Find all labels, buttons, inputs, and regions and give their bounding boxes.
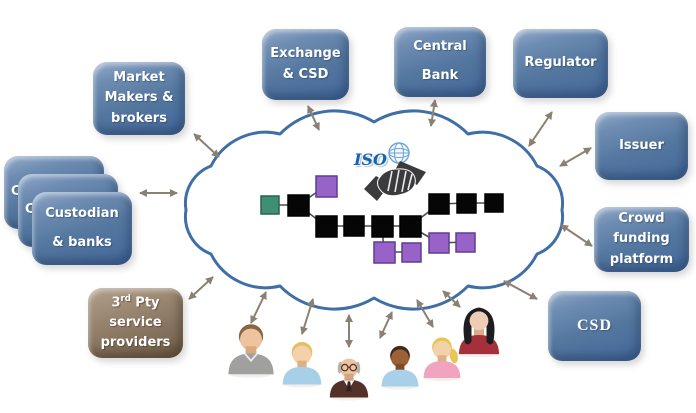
arrow-person4-cloud — [379, 311, 393, 339]
arrow-exchange-cloud — [307, 105, 320, 131]
person-woman-long-dark-hair-icon — [457, 307, 501, 358]
entity-label-line: funding — [613, 231, 670, 247]
chain-side-node — [401, 242, 422, 263]
entity-central-bank: Central Bank — [394, 27, 486, 97]
entity-label-clipped: C — [11, 184, 21, 199]
entity-label: Issuer — [619, 137, 664, 153]
entity-label-line: 3rd Pty — [111, 293, 159, 313]
entity-label-line: providers — [100, 335, 171, 351]
entity-label-line: Crowd — [618, 211, 665, 227]
arrow-person6-cloud — [442, 290, 461, 308]
person-woman-ponytail-icon — [422, 337, 462, 381]
entity-label-line: Makers & — [104, 90, 174, 106]
entity-label-line: platform — [609, 251, 674, 267]
entity-third-party-service-providers: 3rd Pty service providers — [88, 288, 183, 358]
blockchain-nodes — [260, 175, 504, 264]
entity-label-line: service — [109, 315, 162, 331]
arrow-person5-cloud — [416, 299, 434, 328]
chain-node — [315, 215, 338, 238]
arrow-crowdfunding-cloud — [560, 224, 593, 247]
person-elder-glasses-icon — [329, 358, 369, 401]
arrow-person1-cloud — [250, 291, 267, 324]
connector-arrows — [139, 99, 593, 348]
entity-label-line: Market — [113, 70, 165, 86]
entity-label-line: Bank — [421, 68, 459, 83]
chain-node — [456, 193, 477, 214]
arrow-thirdparty-cloud — [188, 276, 214, 300]
entity-label-line: & CSD — [282, 66, 329, 82]
entity-label-line: Central — [413, 39, 467, 55]
arrow-person2-cloud — [300, 298, 315, 335]
entity-label-superscript: rd — [120, 293, 131, 304]
handshake-icon — [364, 161, 426, 201]
chain-node — [343, 215, 365, 237]
person-dark-skin-icon — [380, 345, 420, 390]
entity-crowd-funding-platform: Crowd funding platform — [594, 207, 689, 272]
person-man-brown-hair-icon — [227, 324, 275, 378]
entity-csd: CSD — [548, 291, 641, 361]
blockchain-graph — [260, 175, 504, 264]
entity-label: Regulator — [524, 55, 597, 71]
network-cloud — [183, 109, 565, 311]
entity-label-part: Pty — [130, 294, 160, 310]
chain-side-node — [455, 232, 476, 253]
chain-node — [484, 193, 504, 213]
entity-label-line: brokers — [111, 110, 167, 126]
glasses-icon — [340, 363, 358, 372]
arrow-regulator-cloud — [528, 111, 553, 147]
entity-custodian-banks: Custodian & banks — [32, 192, 132, 265]
chain-node — [428, 193, 450, 215]
arrow-market-cloud — [193, 133, 220, 158]
iso-label: ISO — [354, 150, 387, 169]
chain-side-node — [428, 232, 450, 254]
entity-exchange-csd: Exchange & CSD — [262, 29, 349, 100]
chain-node-genesis — [260, 195, 280, 215]
entity-label-line: Exchange — [270, 46, 341, 62]
entity-issuer: Issuer — [595, 112, 688, 180]
arrow-csd-cloud — [503, 280, 538, 300]
chain-node — [371, 215, 394, 238]
entity-market-makers-brokers: Market Makers & brokers — [93, 62, 185, 135]
person-blond-icon — [282, 341, 322, 388]
entity-label-line: Custodian — [45, 205, 119, 221]
chain-node — [287, 194, 310, 217]
entity-label: CSD — [576, 316, 612, 334]
entity-label-part: 3 — [111, 294, 121, 310]
arrow-centralbank-cloud — [428, 99, 438, 127]
iso-logo: ISO — [352, 139, 444, 205]
entity-label-clipped: C — [25, 202, 35, 217]
arrow-issuer-cloud — [559, 147, 592, 167]
chain-side-node — [373, 241, 396, 264]
entity-regulator: Regulator — [513, 29, 608, 98]
chain-side-node — [315, 175, 338, 198]
chain-node — [399, 215, 422, 238]
entity-label-line: & banks — [52, 234, 112, 250]
